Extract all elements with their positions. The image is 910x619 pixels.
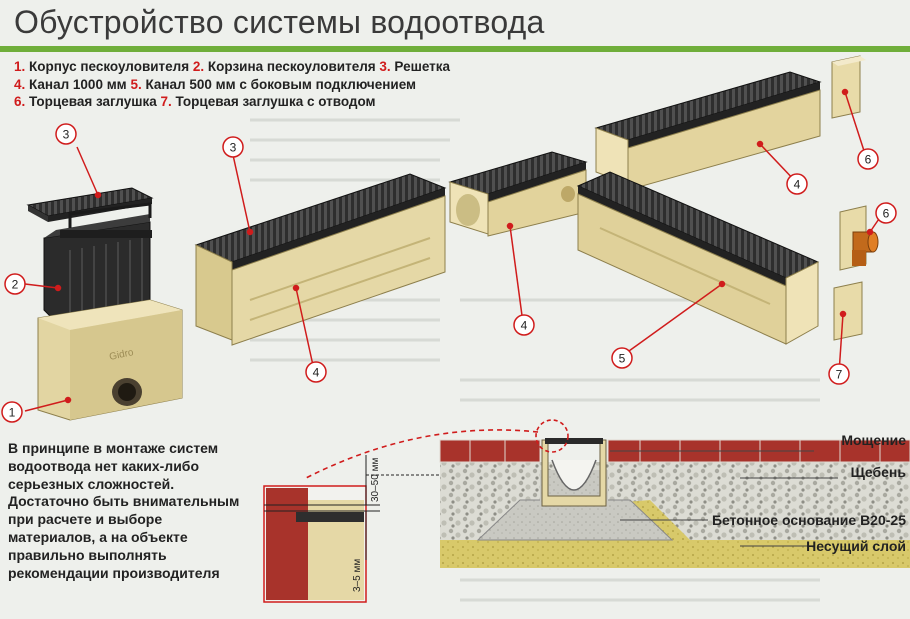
legend-num: 5.	[130, 76, 142, 92]
end-cap-top	[831, 55, 866, 119]
legend-line-1: 1. Корпус пескоуловителя 2. Корзина песк…	[14, 58, 450, 76]
end-cap-with-outlet	[839, 205, 879, 271]
legend-num: 6.	[14, 94, 26, 109]
dimension-offset: 3–5 мм	[352, 558, 363, 592]
channel-1000-left	[194, 173, 447, 346]
callout-circle	[857, 148, 879, 170]
callout-circle	[875, 202, 897, 224]
sandtrap-body: Gidro	[37, 299, 183, 421]
callout-number: 6	[865, 153, 872, 167]
product-mark: Gidro	[108, 347, 135, 363]
callout-number: 3	[63, 128, 70, 142]
legend-num: 4.	[14, 76, 26, 92]
callout-number: 2	[12, 278, 19, 292]
legend-line-3: 6. Торцевая заглушка 7. Торцевая заглушк…	[14, 93, 450, 111]
callout-number: 4	[521, 319, 528, 333]
legend-text: Корпус пескоуловителя	[25, 59, 193, 74]
legend-num: 3.	[379, 59, 391, 74]
callout-dots	[54, 88, 874, 404]
callout-number: 4	[794, 178, 801, 192]
channel-500	[448, 151, 588, 237]
legend-line-2: 4. Канал 1000 мм 5. Канал 500 мм с боков…	[14, 76, 450, 94]
legend-text: Торцевая заглушка	[25, 94, 161, 109]
dimension-gap: 30–50 мм	[370, 457, 381, 502]
callout-leaders	[24, 91, 884, 412]
label-paving: Мощение	[841, 432, 906, 448]
callout-markers: 1 2 3 3 4 4 4 5 6 6 7	[1, 123, 897, 423]
callout-circle	[4, 273, 26, 295]
channel-1000-top	[594, 71, 822, 191]
label-base: Несущий слой	[806, 538, 906, 554]
callout-circle	[1, 401, 23, 423]
callout-circle	[786, 173, 808, 195]
cross-section	[439, 438, 910, 568]
callout-circle	[305, 361, 327, 383]
legend-text: Решетка	[390, 59, 451, 74]
callout-circle	[611, 347, 633, 369]
legend-text: Корзина пескоуловителя	[204, 59, 380, 74]
callout-number: 7	[836, 368, 843, 382]
label-concrete: Бетонное основание В20-25	[711, 512, 906, 528]
legend-num: 7.	[160, 94, 172, 109]
label-gravel: Щебень	[850, 464, 906, 480]
section-label-leaders	[610, 450, 838, 547]
callout-number: 1	[9, 406, 16, 420]
callout-circle	[222, 136, 244, 158]
legend-text: Канал 1000 мм	[25, 76, 131, 92]
callout-number: 6	[883, 207, 890, 221]
legend: 1. Корпус пескоуловителя 2. Корзина песк…	[14, 58, 450, 111]
callout-circle	[513, 314, 535, 336]
legend-num: 2.	[192, 59, 205, 74]
detail-zoom-connector	[305, 419, 569, 479]
legend-text: Канал 500 мм с боковым подключением	[141, 76, 417, 92]
page-title: Обустройство системы водоотвода	[14, 4, 545, 40]
callout-number: 4	[313, 366, 320, 380]
sandtrap-basket	[43, 202, 152, 327]
end-cap-bottom	[833, 281, 863, 341]
installation-note: В принципе в монтаже систем водоотвода н…	[8, 440, 240, 581]
legend-num: 1.	[14, 59, 26, 74]
callout-circle	[828, 363, 850, 385]
channel-1000-front	[576, 171, 820, 345]
callout-number: 3	[230, 141, 237, 155]
detail-zoom	[263, 455, 440, 603]
callout-number: 5	[619, 352, 626, 366]
callout-circle	[55, 123, 77, 145]
legend-text: Торцевая заглушка с отводом	[171, 94, 376, 109]
title-underline	[0, 46, 910, 52]
